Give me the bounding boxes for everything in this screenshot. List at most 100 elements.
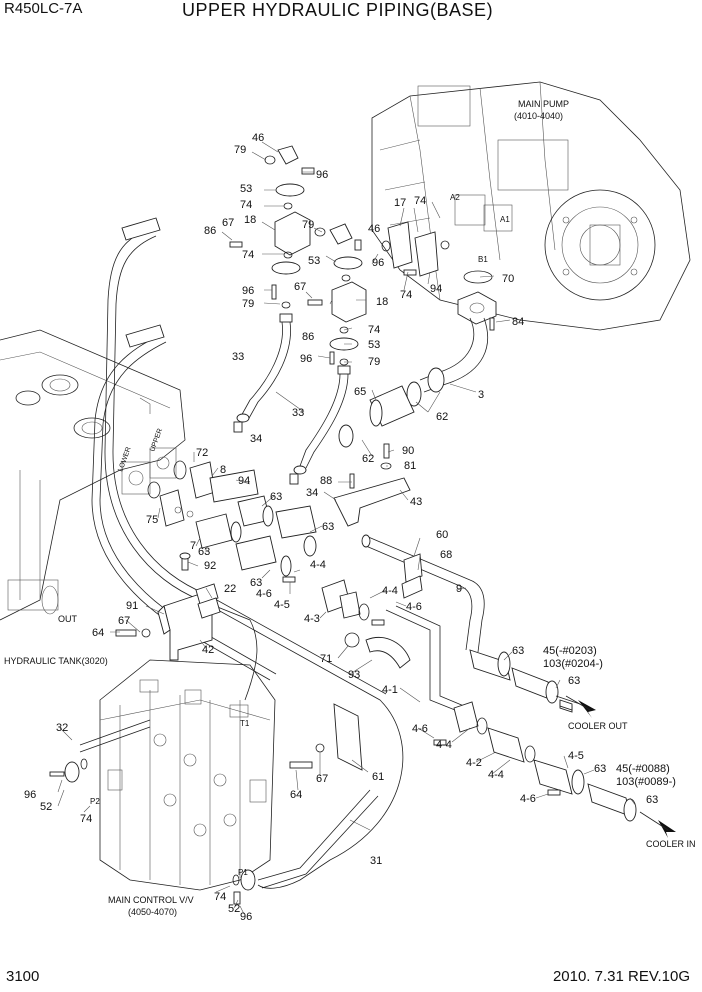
brackets <box>115 583 363 771</box>
part-number-label: 4-5 <box>274 599 290 611</box>
port-b1-label: B1 <box>478 255 488 264</box>
part-number-label: 46 <box>252 132 264 144</box>
port-p1-label: P1 <box>238 868 248 877</box>
main-control-valve-code-label: (4050-4070) <box>128 907 177 917</box>
part-number-label: 72 <box>196 447 208 459</box>
part-number-label: 63 <box>198 546 210 558</box>
port-t1-label: T1 <box>240 719 250 728</box>
bracket-43 <box>333 443 411 527</box>
port-p2-label: P2 <box>90 797 100 806</box>
part-number-label: 33 <box>292 407 304 419</box>
part-number-label: 79 <box>234 144 246 156</box>
part-number-label: 74 <box>400 289 412 301</box>
part-number-label: 64 <box>92 627 104 639</box>
part-number-label: 94 <box>238 475 250 487</box>
part-number-label: 60 <box>436 529 448 541</box>
part-number-label: 52 <box>228 903 240 915</box>
part-number-label: 63 <box>250 577 262 589</box>
pipes-and-hoses <box>233 313 488 485</box>
part-number-label: 46 <box>368 223 380 235</box>
part-number-label: 3 <box>478 389 484 401</box>
flange-assembly <box>321 579 637 822</box>
part-number-label: 88 <box>320 475 332 487</box>
part-number-label: 53 <box>368 339 380 351</box>
part-number-label: 52 <box>40 801 52 813</box>
part-number-label: 96 <box>372 257 384 269</box>
part-number-label: 4-6 <box>406 601 422 613</box>
part-number-label: 79 <box>368 356 380 368</box>
part-number-label: 86 <box>204 225 216 237</box>
part-number-label: 53 <box>240 183 252 195</box>
part-number-label: 63 <box>646 794 658 806</box>
part-number-label: 64 <box>290 789 302 801</box>
part-number-label: 75 <box>146 514 158 526</box>
part-number-label: 17 <box>394 197 406 209</box>
part-number-label: 4-3 <box>304 613 320 625</box>
part-number-label: 4-1 <box>382 684 398 696</box>
part-number-label: 96 <box>242 285 254 297</box>
part-number-label: 4-4 <box>488 769 504 781</box>
part-number-label: 74 <box>240 199 252 211</box>
part-number-label: 91 <box>126 600 138 612</box>
hydraulic-tank-drawing <box>0 329 186 621</box>
part-number-label: 67 <box>118 615 130 627</box>
part-number-label: 4-5 <box>568 750 584 762</box>
part-number-label: 7 <box>190 540 196 552</box>
main-control-valve-drawing <box>99 659 276 891</box>
part-number-label: 61 <box>372 771 384 783</box>
part-number-label: 32 <box>56 722 68 734</box>
part-number-label: 84 <box>512 316 524 328</box>
part-number-label: 81 <box>404 460 416 472</box>
main-control-valve-label: MAIN CONTROL V/V <box>108 895 194 905</box>
part-number-label: 31 <box>370 855 382 867</box>
part-number-label: 86 <box>302 331 314 343</box>
lower-port-label: LOWER <box>117 446 132 473</box>
part-number-label: 96 <box>300 353 312 365</box>
part-number-label: 96 <box>240 911 252 923</box>
port-a1-label: A1 <box>500 215 510 224</box>
part-number-label: 74 <box>80 813 92 825</box>
part-number-label: 22 <box>224 583 236 595</box>
part-number-label: 92 <box>204 560 216 572</box>
part-number-label: 67 <box>294 281 306 293</box>
valve-connectors <box>49 758 256 905</box>
part-number-label: 53 <box>308 255 320 267</box>
part-number-label: 4-4 <box>382 585 398 597</box>
main-pump-label: MAIN PUMP <box>518 99 569 109</box>
part-number-label: 63 <box>568 675 580 687</box>
part-number-label: 67 <box>316 773 328 785</box>
part-number-label: 70 <box>502 273 514 285</box>
part-number-label: 63 <box>270 491 282 503</box>
part-number-label: 4-6 <box>412 723 428 735</box>
part-number-label: 93 <box>348 669 360 681</box>
part-number-label: 71 <box>320 653 332 665</box>
hydraulic-tank-label: HYDRAULIC TANK(3020) <box>4 656 108 666</box>
part-number-label: 96 <box>24 789 36 801</box>
part-number-label: 63 <box>594 763 606 775</box>
part-number-label: 79 <box>242 298 254 310</box>
part-number-label: 34 <box>306 487 318 499</box>
part-number-label: 94 <box>430 283 442 295</box>
part-number-label: 62 <box>436 411 448 423</box>
part-number-label: 43 <box>410 496 422 508</box>
part-number-label: 63 <box>512 645 524 657</box>
page-title: UPPER HYDRAULIC PIPING(BASE) <box>182 0 494 20</box>
part-number-label: 103(#0204-) <box>543 658 603 670</box>
tank-out-label: OUT <box>58 614 78 624</box>
part-number-label: 4-6 <box>256 588 272 600</box>
port-a2-label: A2 <box>450 193 460 202</box>
revision-date: 2010. 7.31 REV.10G <box>552 968 690 985</box>
pump-fittings <box>229 145 497 366</box>
part-number-label: 68 <box>440 549 452 561</box>
flow-arrows <box>565 695 676 838</box>
part-number-label: 96 <box>316 169 328 181</box>
tank-side-pipes <box>147 460 317 583</box>
page-number: 3100 <box>6 968 40 985</box>
part-number-label: 62 <box>362 453 374 465</box>
part-number-label: 18 <box>244 214 256 226</box>
part-number-label: 74 <box>414 195 426 207</box>
part-number-label: 67 <box>222 217 234 229</box>
part-number-label: 103(#0089-) <box>616 776 676 788</box>
cooler-out-label: COOLER OUT <box>568 721 628 731</box>
part-number-label: 4-4 <box>436 739 452 751</box>
